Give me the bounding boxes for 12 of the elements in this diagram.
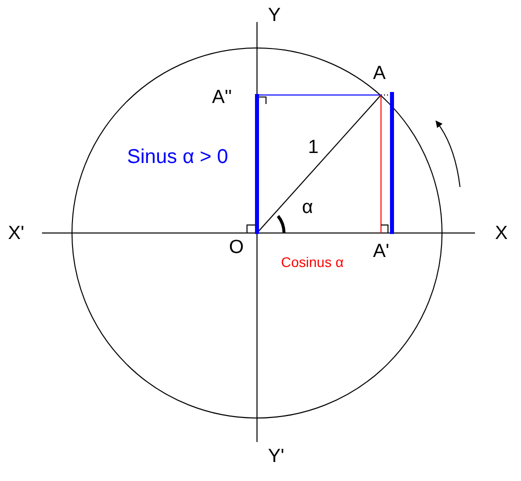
axis-label: X' — [8, 224, 24, 243]
sine-label: Sinus α > 0 — [127, 147, 228, 167]
cosine-label: Cosinus α — [281, 255, 344, 269]
point-label: A — [373, 64, 386, 83]
point-label: A'' — [212, 88, 232, 107]
angle-label: α — [302, 198, 313, 217]
point-label: A' — [373, 242, 390, 261]
axis-label: X — [495, 224, 508, 243]
axis-label: Y' — [268, 447, 284, 466]
point-label: O — [229, 238, 244, 257]
axis-label: Y — [268, 6, 281, 25]
length-label: 1 — [308, 138, 319, 157]
